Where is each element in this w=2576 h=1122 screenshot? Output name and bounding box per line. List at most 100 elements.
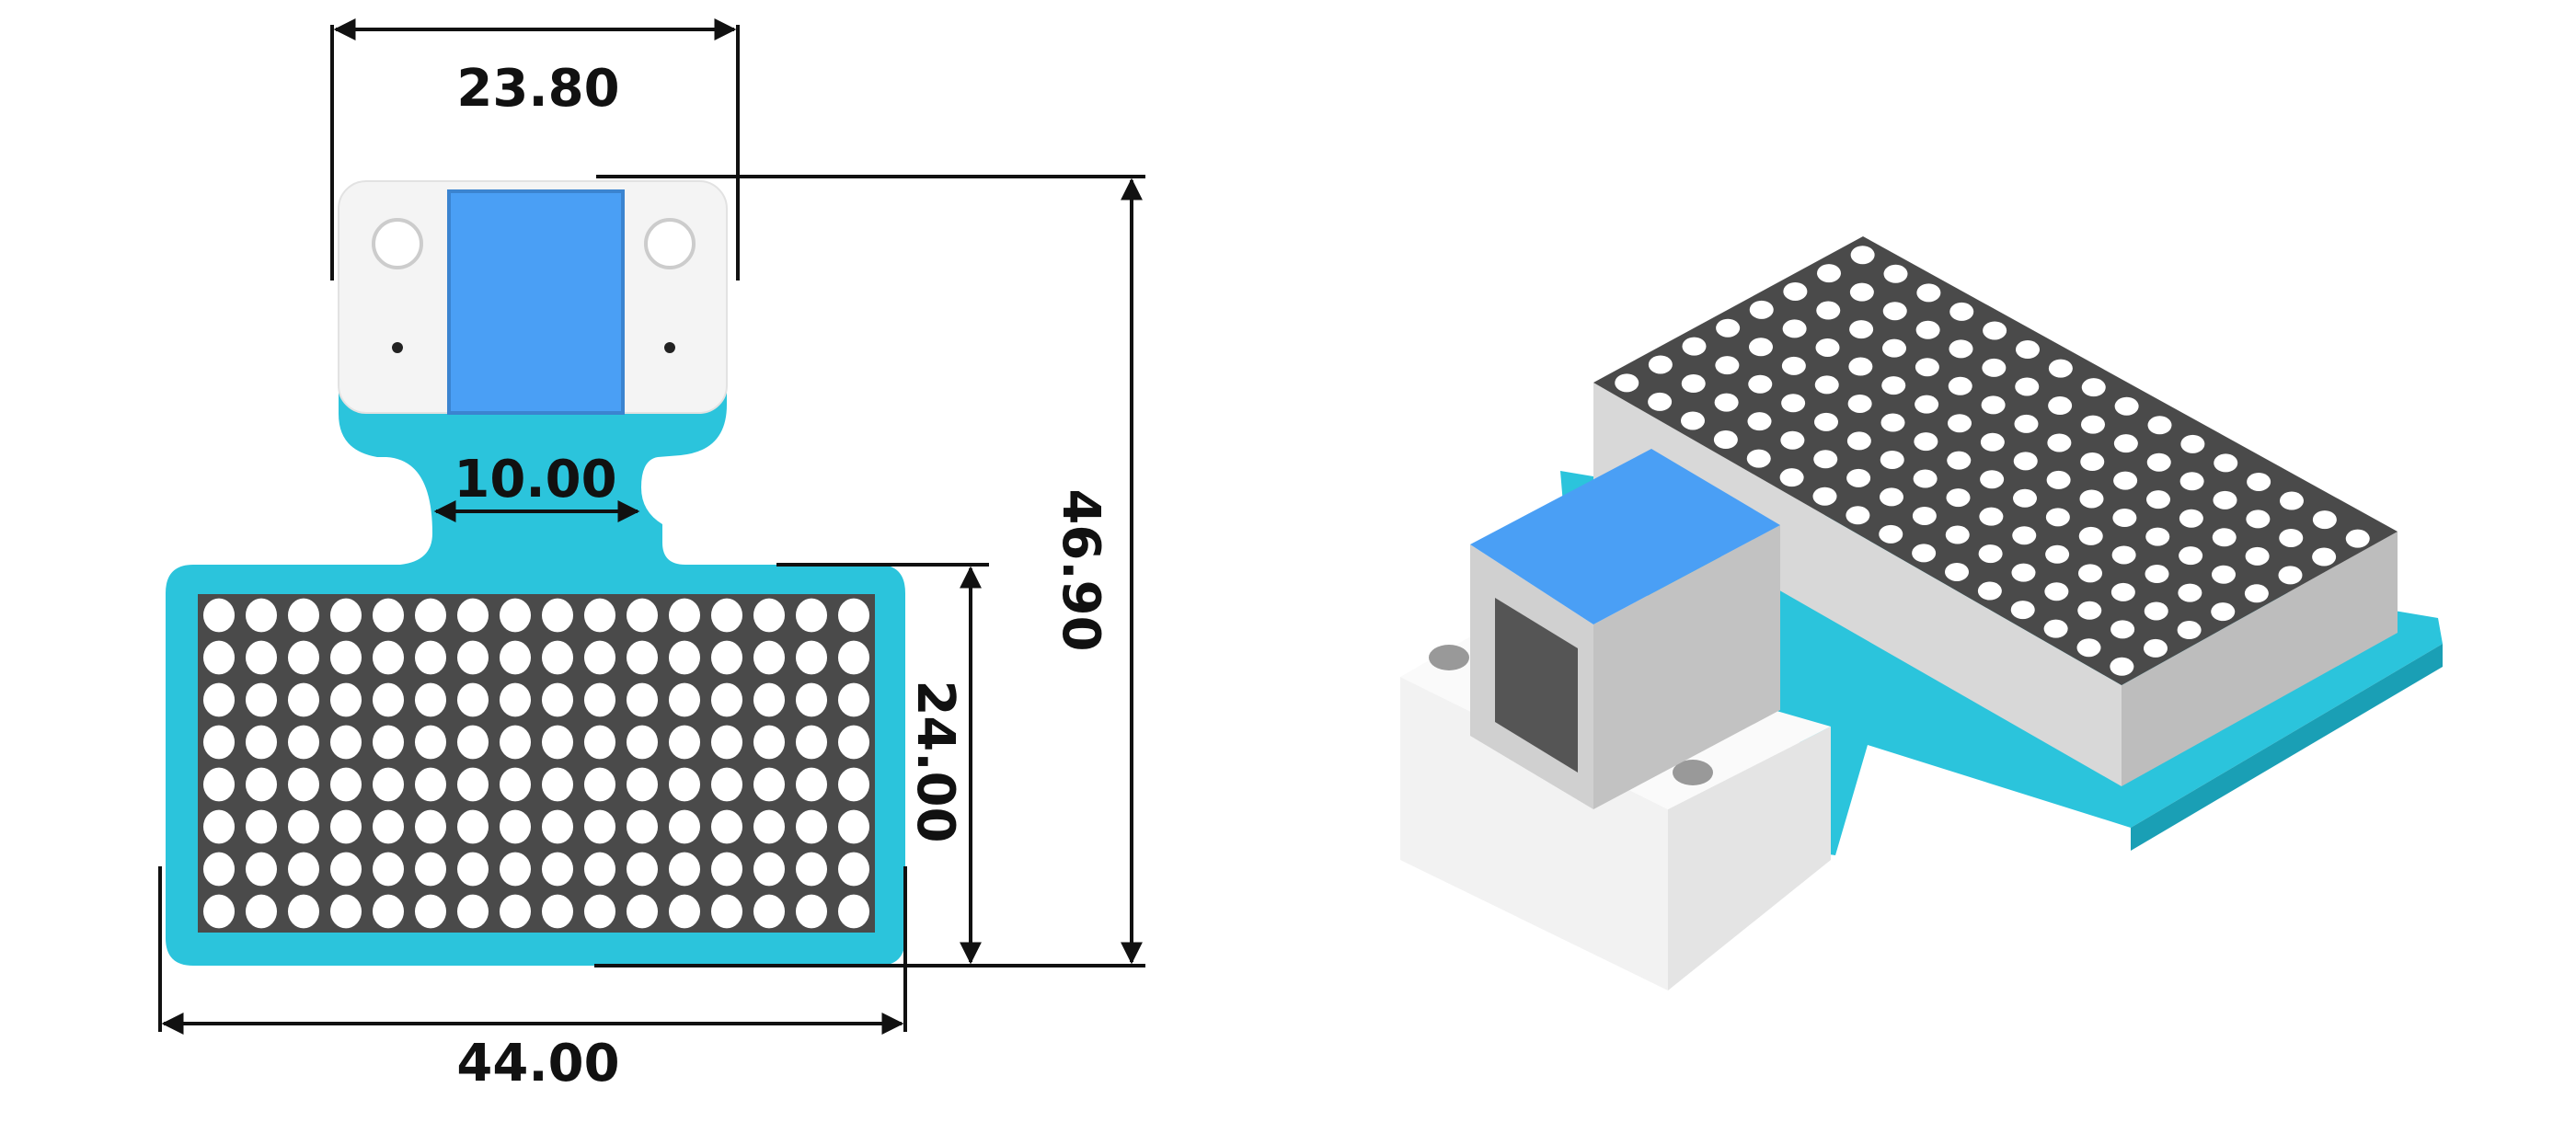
led-dot: [795, 725, 828, 760]
led-dot: [329, 852, 362, 887]
led-dot: [202, 725, 236, 760]
led-dot: [2048, 396, 2073, 416]
led-dot: [1749, 338, 1773, 357]
led-dot: [583, 852, 616, 887]
led-dot: [1814, 375, 1839, 395]
led-dot: [456, 809, 489, 844]
led-dot: [1714, 393, 1739, 412]
led-dot: [2113, 471, 2138, 490]
led-dot: [753, 767, 786, 802]
matrix-box-side: [2122, 532, 2398, 786]
led-dot: [2312, 510, 2337, 530]
led-dot: [668, 852, 701, 887]
led-dot: [372, 852, 405, 887]
led-dot: [287, 852, 320, 887]
led-dot: [1781, 394, 1806, 413]
led-dot: [1817, 264, 1841, 283]
led-dot: [2011, 563, 2036, 582]
led-dot: [2113, 434, 2138, 453]
led-dot: [2177, 621, 2202, 640]
led-dot: [329, 725, 362, 760]
led-dot: [2077, 601, 2102, 620]
led-dot: [668, 809, 701, 844]
led-dot: [287, 767, 320, 802]
led-dot: [2213, 490, 2237, 509]
led-dot: [753, 725, 786, 760]
led-dot: [2080, 452, 2105, 472]
led-dot: [837, 598, 870, 633]
led-dot: [753, 640, 786, 675]
led-dot: [499, 852, 532, 887]
led-dot: [372, 640, 405, 675]
screw-dot-right: [664, 342, 675, 353]
led-dots: [202, 598, 870, 929]
board-3d-edge: [2131, 644, 2443, 851]
led-dot: [202, 852, 236, 887]
led-dot: [795, 682, 828, 717]
led-dot: [2179, 546, 2203, 566]
led-dot: [245, 598, 278, 633]
led-dot: [2079, 489, 2104, 509]
led-dot: [2278, 566, 2303, 585]
led-dot: [795, 852, 828, 887]
led-dot: [2076, 638, 2101, 658]
led-dot: [753, 598, 786, 633]
led-dot: [1945, 562, 1969, 581]
led-dot: [499, 598, 532, 633]
led-dot: [626, 640, 659, 675]
led-dot: [583, 809, 616, 844]
led-dot: [710, 852, 743, 887]
led-dot: [2114, 396, 2139, 416]
led-dot: [2244, 584, 2269, 603]
led-dot: [710, 894, 743, 929]
led-dot: [1682, 337, 1707, 356]
led-dot: [2345, 529, 2370, 548]
led-dot: [1846, 431, 1871, 451]
led-dot: [541, 767, 574, 802]
led-dot: [2045, 508, 2070, 527]
led-dot: [1713, 430, 1738, 450]
led-dot: [626, 894, 659, 929]
led-dot: [1914, 432, 1938, 452]
led-dot: [583, 894, 616, 929]
mount-hole-3d: [1429, 645, 1469, 670]
led-dot: [1977, 581, 2002, 601]
led-dot: [372, 725, 405, 760]
led-dot: [668, 598, 701, 633]
led-dot: [499, 767, 532, 802]
led-dot: [1815, 338, 1840, 357]
led-dot: [1716, 318, 1741, 338]
led-dot: [2145, 565, 2169, 584]
led-dot: [2179, 509, 2203, 528]
led-dot: [2178, 583, 2202, 602]
led-dot: [2013, 488, 2037, 508]
led-dot: [287, 809, 320, 844]
led-dot: [710, 809, 743, 844]
led-dot: [1915, 358, 1939, 377]
led-dot: [499, 640, 532, 675]
dimension-label-total-height: 46.90: [1051, 488, 1110, 651]
led-dot: [2110, 582, 2135, 601]
led-dot: [456, 767, 489, 802]
led-dot: [245, 809, 278, 844]
led-dot: [2110, 657, 2134, 676]
led-dot: [202, 809, 236, 844]
led-dot: [541, 894, 574, 929]
led-dot: [795, 767, 828, 802]
led-dot: [1915, 320, 1940, 339]
led-dot: [1879, 524, 1903, 544]
led-dot: [202, 640, 236, 675]
led-dot: [1949, 339, 1973, 359]
led-dot: [1916, 283, 1941, 303]
led-dot: [414, 767, 447, 802]
led-dot: [710, 725, 743, 760]
led-dot: [2012, 526, 2037, 545]
led-dot: [1949, 302, 1974, 321]
dimension-label-matrix-height: 24.00: [905, 680, 965, 842]
led-dot: [414, 852, 447, 887]
led-dot: [668, 894, 701, 929]
led-dot: [2212, 528, 2237, 547]
led-dot: [2146, 452, 2171, 472]
led-dot: [1781, 356, 1806, 375]
